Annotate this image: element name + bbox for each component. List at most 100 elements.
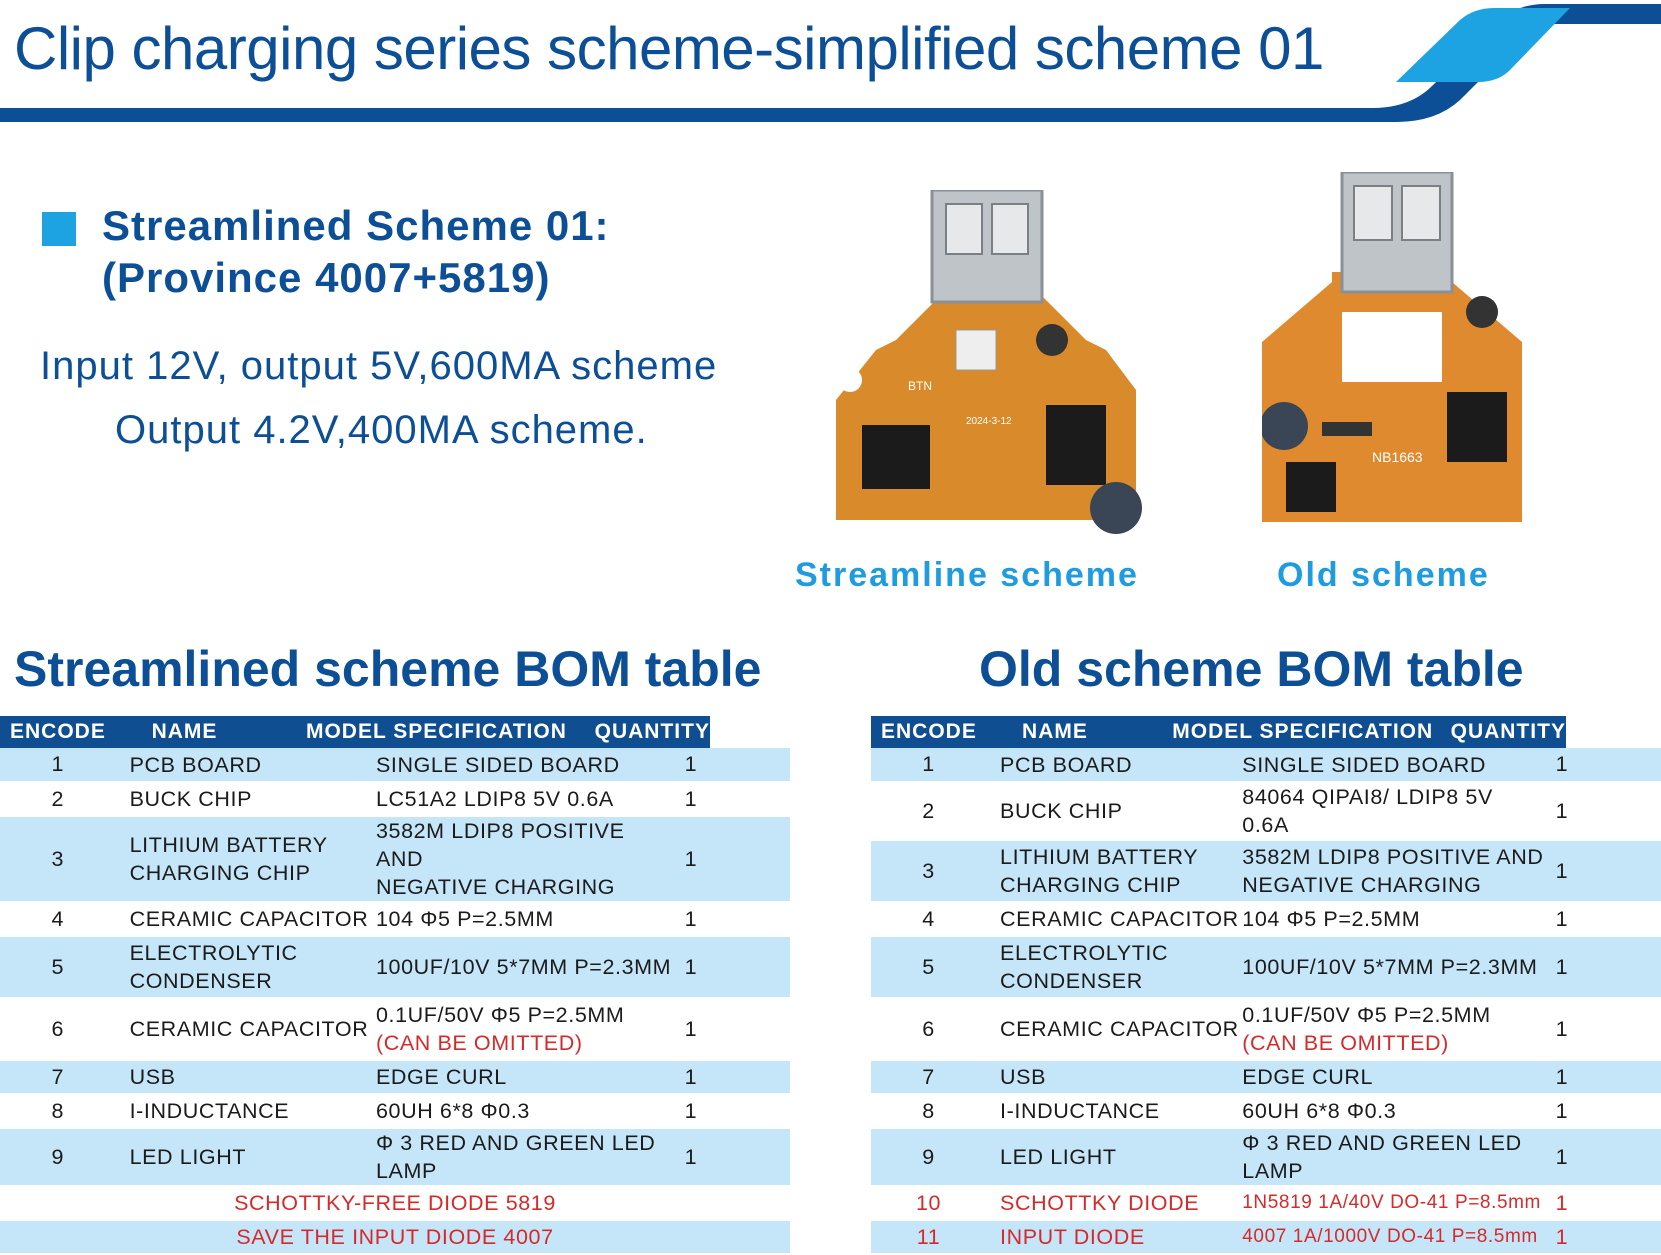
cell-quantity: 1 — [674, 902, 790, 937]
cell-model: 100UF/10V 5*7MM P=2.3MM — [375, 936, 675, 999]
cell-model: 1N5819 1A/40V DO-41 P=8.5mm — [1242, 1186, 1546, 1221]
cell-quantity: 1 — [1545, 840, 1661, 903]
bullet-square-icon — [42, 212, 76, 246]
name-line-1: CERAMIC CAPACITOR — [129, 907, 369, 931]
note-text: SAVE THE INPUT DIODE 4007 — [0, 1220, 790, 1255]
name-line-1: INPUT DIODE — [1000, 1225, 1145, 1249]
scheme-title-line1: Streamlined Scheme 01: — [102, 202, 610, 249]
name-line-1: LITHIUM BATTERY — [1000, 845, 1199, 869]
cell-encode: 2 — [0, 782, 116, 817]
cell-quantity: 1 — [674, 748, 790, 783]
cell-encode: 11 — [871, 1220, 987, 1255]
cell-quantity: 1 — [674, 998, 790, 1061]
cell-quantity: 1 — [1545, 1060, 1661, 1095]
name-line-1: ELECTROLYTIC — [129, 941, 298, 965]
cell-model: Φ 3 RED AND GREEN LED LAMP — [1242, 1128, 1546, 1187]
note-row: SCHOTTKY-FREE DIODE 5819 — [0, 1186, 790, 1221]
cell-model: 104 Φ5 P=2.5MM — [375, 902, 675, 937]
note-text: SCHOTTKY-FREE DIODE 5819 — [0, 1186, 790, 1221]
cell-model: SINGLE SIDED BOARD — [1242, 748, 1546, 783]
left-bom-title: Streamlined scheme BOM table — [14, 641, 762, 697]
cell-model: 0.1UF/50V Φ5 P=2.5MM (CAN BE OMITTED) — [375, 998, 675, 1061]
cell-encode: 6 — [871, 998, 987, 1061]
old-pcb-image: NB1663 — [1262, 172, 1522, 522]
cell-model: EDGE CURL — [1242, 1060, 1546, 1095]
cell-quantity: 1 — [1545, 1094, 1661, 1129]
cell-encode: 8 — [871, 1094, 987, 1129]
name-line-1: PCB BOARD — [1000, 752, 1133, 777]
cell-model: 100UF/10V 5*7MM P=2.3MM — [1242, 936, 1546, 999]
cell-model: LC51A2 LDIP8 5V 0.6A — [375, 782, 675, 817]
spec-line-1: 3582M LDIP8 POSITIVE AND — [375, 819, 625, 871]
name-line-1: LED LIGHT — [1000, 1145, 1117, 1169]
cell-name: LED LIGHT — [115, 1128, 376, 1187]
cell-encode: 9 — [0, 1128, 116, 1187]
cell-encode: 7 — [0, 1060, 116, 1095]
scheme-title-line2: (Province 4007+5819) — [102, 254, 551, 301]
scheme-description-1: Input 12V, output 5V,600MA scheme — [40, 344, 718, 388]
cell-encode: 9 — [871, 1128, 987, 1187]
cell-encode: 5 — [0, 936, 116, 999]
spec-line-1: SINGLE SIDED BOARD — [375, 752, 620, 777]
name-line-1: PCB BOARD — [129, 752, 262, 777]
cell-quantity: 1 — [1545, 1220, 1661, 1255]
cell-model: 60UH 6*8 Φ0.3 — [1242, 1094, 1546, 1129]
name-line-1: BUCK CHIP — [129, 787, 253, 811]
spec-line-1: 100UF/10V 5*7MM P=2.3MM — [1242, 955, 1538, 979]
right-bom-table: ENCODE NAME MODEL SPECIFICATION QUANTITY… — [871, 716, 1661, 1255]
header-banner — [0, 4, 1661, 122]
spec-line-2: (CAN BE OMITTED) — [375, 1031, 583, 1055]
spec-line-1: 3582M LDIP8 POSITIVE AND — [1242, 845, 1544, 869]
cell-name: I-INDUCTANCE — [986, 1094, 1243, 1129]
cell-name: CERAMIC CAPACITOR — [115, 902, 376, 937]
spec-line-1: EDGE CURL — [1242, 1065, 1374, 1089]
name-line-1: CERAMIC CAPACITOR — [1000, 907, 1239, 931]
cell-name: PCB BOARD — [115, 748, 376, 783]
name-line-1: SCHOTTKY DIODE — [1000, 1191, 1200, 1215]
cell-model: 60UH 6*8 Φ0.3 — [375, 1094, 675, 1129]
name-line-1: CERAMIC CAPACITOR — [1000, 1017, 1239, 1041]
cell-model: 0.1UF/50V Φ5 P=2.5MM(CAN BE OMITTED) — [1242, 998, 1546, 1061]
spec-line-1: 104 Φ5 P=2.5MM — [1242, 907, 1421, 931]
cell-name: BUCK CHIP — [115, 782, 376, 817]
cell-name: CERAMIC CAPACITOR — [986, 998, 1243, 1061]
cell-quantity: 1 — [674, 1094, 790, 1129]
right-bom-title: Old scheme BOM table — [979, 641, 1524, 697]
cell-quantity: 1 — [674, 1128, 790, 1187]
cell-encode: 8 — [0, 1094, 116, 1129]
name-line-1: I-INDUCTANCE — [1000, 1099, 1160, 1123]
cell-quantity: 1 — [1545, 936, 1661, 999]
spec-line-1: EDGE CURL — [375, 1065, 507, 1089]
cell-quantity: 1 — [674, 782, 790, 817]
spec-line-1: 1N5819 1A/40V DO-41 P=8.5mm — [1242, 1192, 1541, 1213]
table-header-row: ENCODE NAME MODEL SPECIFICATION QUANTITY — [0, 716, 790, 748]
cell-encode: 5 — [871, 936, 987, 999]
name-line-2: CHARGING CHIP — [129, 861, 311, 885]
cell-encode: 4 — [0, 902, 116, 937]
spec-line-1: 0.1UF/50V Φ5 P=2.5MM — [375, 1003, 625, 1027]
page-title: Clip charging series scheme-simplified s… — [14, 15, 1324, 82]
cell-model: EDGE CURL — [375, 1060, 675, 1095]
cell-model: Φ 3 RED AND GREEN LED LAMP — [375, 1128, 675, 1187]
spec-line-1: 100UF/10V 5*7MM P=2.3MM — [375, 955, 672, 979]
spec-line-1: SINGLE SIDED BOARD — [1242, 752, 1487, 777]
streamline-pcb-image: BTN 2024-3-12 — [836, 190, 1142, 534]
spec-line-1: 104 Φ5 P=2.5MM — [375, 907, 554, 931]
